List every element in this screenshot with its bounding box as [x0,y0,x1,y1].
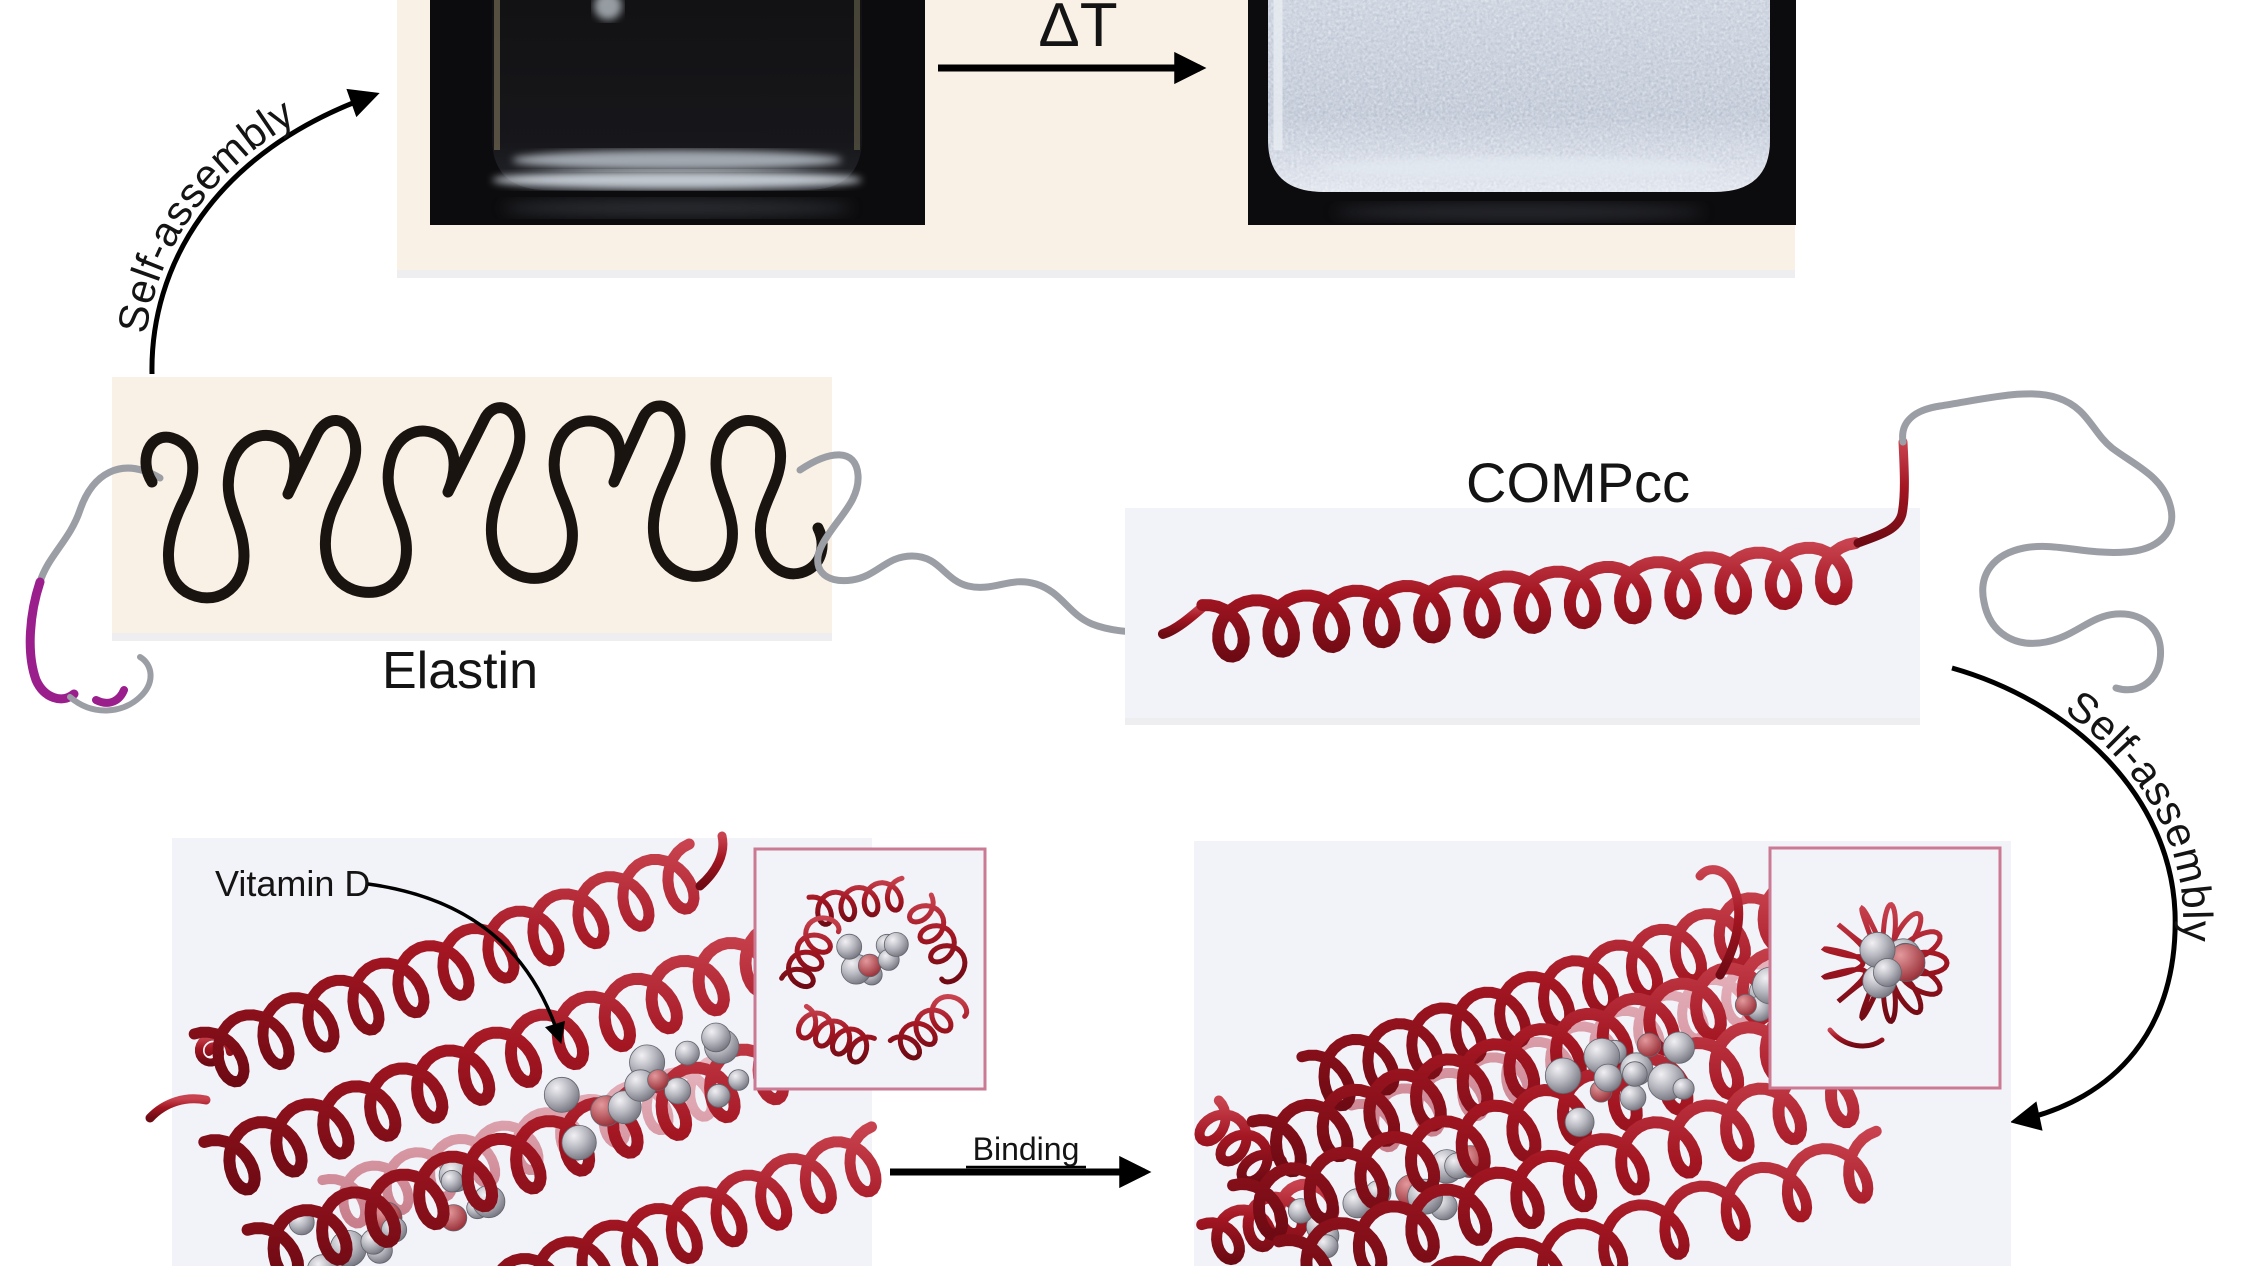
helix-tail [145,1094,211,1123]
molecule-sphere [647,1069,669,1091]
molecule-sphere [1622,1061,1648,1087]
helix-structure [1430,1125,1882,1266]
helix-structure [497,1121,882,1266]
elastin-label: Elastin [382,642,538,700]
molecule-sphere [858,953,882,978]
elastin-coil-structure [140,400,828,604]
elastin-panel: Elastin [25,377,832,714]
clear-solution-vial-photo [430,0,925,225]
molecule-sphere [1636,1032,1662,1058]
table-reflection [1334,203,1704,221]
table-reflection [502,199,852,217]
turbidity-speckle [1268,0,1770,192]
molecule-sphere [440,1169,464,1193]
molecule-sphere [1593,1063,1623,1093]
helix-end-view-inset [753,847,987,1091]
vitamin-d-pointer-arrow [367,882,566,1045]
molecule-sphere [727,1069,750,1091]
panel-shadow [397,270,1795,278]
terminal-gray-tail [67,654,154,714]
molecule-sphere [1734,993,1757,1016]
compcc-helix-structure [1196,537,1862,663]
molecule-sphere [1873,958,1902,987]
air-bubble [594,0,622,20]
binding-label: Binding [973,1131,1080,1167]
self-assembly-left-arrow: Self-assembly [108,88,380,375]
molecule-sphere [1544,1057,1582,1094]
assembled-pentamer-inset [1768,846,2002,1090]
molecule-sphere [836,933,863,960]
helix-structure [1227,991,1848,1241]
self-assembly-left-label: Self-assembly [108,89,301,336]
molecule-sphere [543,1076,580,1113]
fusion-linker-strand [796,451,1167,638]
liquid-reflection [492,171,862,189]
turbid-solution-vial-photo [1248,0,1796,225]
n-terminal-strand [36,464,164,586]
inset-helix-tail [1827,1027,1885,1049]
helix-structure [198,921,777,1196]
molecule-sphere [561,1125,597,1161]
panel-shadow [112,633,832,641]
vial-glass [492,0,862,190]
inset-helix-curl [906,892,968,985]
vitamin-d-label: Vitamin D [215,863,370,904]
molecule-sphere [1672,1077,1695,1100]
liquid-reflection [512,150,842,170]
molecule-sphere [883,932,909,957]
molecule-sphere [664,1077,692,1105]
helix-structure [1272,1050,1862,1266]
self-assembly-right-label: Self-assembly [2058,681,2221,942]
c-terminal-strand [1899,390,2176,694]
vitamin-d-molecule-cluster [543,1022,750,1161]
curved-arrow [149,88,380,375]
vitamin-d-molecule-cluster [1859,931,1926,999]
liquid-reflection [1319,157,1719,179]
molecule-sphere [1619,1084,1647,1111]
molecule-sphere [706,1083,731,1108]
molecule-sphere [675,1040,700,1066]
compcc-panel: COMPcc [1125,437,1920,725]
inset-helix-curl [887,993,970,1061]
molecule-sphere [701,1022,731,1053]
transition-photo-panel: ΔT [397,0,1796,278]
molecule-sphere [1564,1107,1595,1137]
terminal-purple-tip [92,686,128,707]
delta-t-label: ΔT [1038,0,1117,60]
inset-helix-curl [795,1003,877,1065]
vitamin-d-molecule-cluster [1544,1031,1695,1137]
helix-fragment [1196,1178,1340,1266]
helix-tail [1695,865,1744,980]
helix-tail [695,831,728,891]
binding-step: Binding [890,1131,1152,1189]
terminal-purple-segment [25,577,79,704]
inset-helix-curl [779,915,842,990]
vitamin-d-molecule-cluster [836,932,909,986]
compcc-label: COMPcc [1466,451,1690,514]
helix-c-cap [1853,437,1909,548]
inset-pentamer-ring [1820,902,1950,1024]
panel-shadow [1125,718,1920,725]
molecule-sphere [1662,1031,1695,1064]
curved-arrow [1951,665,2178,1131]
helix-structure [188,838,700,1088]
